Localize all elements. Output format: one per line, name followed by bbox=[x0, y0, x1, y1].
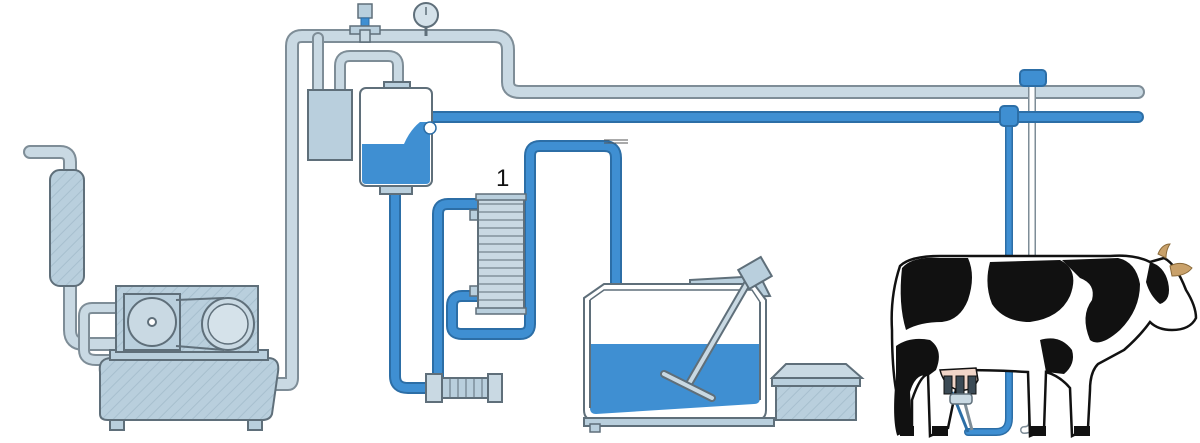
vacuum-gauge-icon bbox=[413, 2, 439, 36]
vacuum-regulator-icon bbox=[349, 3, 381, 43]
milk-inlet-icon bbox=[999, 105, 1019, 127]
vacuum-pump-icon bbox=[98, 285, 280, 431]
refrigeration-unit-icon bbox=[769, 363, 865, 421]
plate-cooler-icon: 1 bbox=[469, 165, 527, 315]
milk-lines bbox=[389, 111, 1144, 436]
milk-filter-icon bbox=[425, 373, 503, 403]
exhaust-muffler-icon bbox=[49, 169, 85, 287]
agitator-icon bbox=[660, 255, 774, 402]
cow-icon bbox=[890, 243, 1198, 438]
milking-cluster-icon bbox=[943, 375, 977, 433]
pipe-hangers bbox=[604, 139, 628, 144]
label-heat-exchanger: 1 bbox=[496, 165, 509, 192]
pulsator-icon bbox=[1019, 69, 1047, 87]
bulk-tank-icon bbox=[583, 274, 775, 433]
receiver-jar-icon bbox=[359, 81, 437, 195]
vacuum-trap-icon bbox=[307, 89, 353, 161]
vacuum-lines bbox=[23, 29, 1145, 434]
